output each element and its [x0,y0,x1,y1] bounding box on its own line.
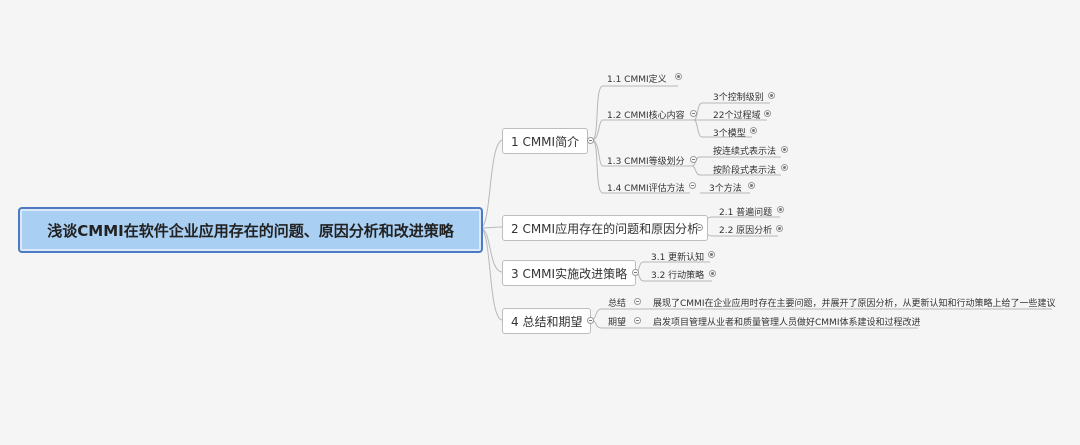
branch-improvement-strategy[interactable]: 3 CMMI实施改进策略 [502,260,637,286]
collapse-toggle-icon[interactable] [587,137,594,144]
expand-toggle-icon[interactable] [748,182,755,189]
topic-expectation[interactable]: 期望 [608,318,627,328]
collapse-toggle-icon[interactable] [689,182,696,189]
collapse-toggle-icon[interactable] [632,269,639,276]
topic-cmmi-core[interactable]: 1.2 CMMI核心内容 [607,111,685,121]
expand-toggle-icon[interactable] [709,270,716,277]
expand-toggle-icon[interactable] [781,164,788,171]
expand-toggle-icon[interactable] [777,206,784,213]
collapse-toggle-icon[interactable] [587,317,594,324]
expand-toggle-icon[interactable] [776,225,783,232]
topic-cmmi-levels[interactable]: 1.3 CMMI等级划分 [607,157,685,167]
root-topic[interactable]: 浅谈CMMI在软件企业应用存在的问题、原因分析和改进策略 [18,207,483,253]
topic-staged-representation[interactable]: 按阶段式表示法 [713,166,777,176]
topic-summary-detail[interactable]: 展现了CMMI在企业应用时存在主要问题，并展开了原因分析，从更新认知和行动策略上… [653,299,1056,309]
topic-common-problems[interactable]: 2.1 普遍问题 [719,208,773,218]
expand-toggle-icon[interactable] [675,73,682,80]
branch-summary-expectation[interactable]: 4 总结和期望 [502,308,592,334]
topic-summary[interactable]: 总结 [608,299,627,309]
topic-cause-analysis[interactable]: 2.2 原因分析 [719,226,773,236]
topic-control-levels[interactable]: 3个控制级别 [713,93,764,103]
expand-toggle-icon[interactable] [781,146,788,153]
branch-problems-causes[interactable]: 2 CMMI应用存在的问题和原因分析 [502,215,709,241]
topic-cmmi-appraisal[interactable]: 1.4 CMMI评估方法 [607,184,685,194]
expand-toggle-icon[interactable] [750,127,757,134]
collapse-toggle-icon[interactable] [690,156,697,163]
expand-toggle-icon[interactable] [708,251,715,258]
topic-cmmi-definition[interactable]: 1.1 CMMI定义 [607,75,667,85]
collapse-toggle-icon[interactable] [634,298,641,305]
topic-continuous-representation[interactable]: 按连续式表示法 [713,147,777,157]
branch-cmmi-intro[interactable]: 1 CMMI简介 [502,128,589,154]
expand-toggle-icon[interactable] [768,92,775,99]
collapse-toggle-icon[interactable] [696,224,703,231]
topic-process-areas[interactable]: 22个过程域 [713,111,761,121]
topic-action-strategy[interactable]: 3.2 行动策略 [651,271,705,281]
topic-models[interactable]: 3个模型 [713,129,746,139]
topic-update-cognition[interactable]: 3.1 更新认知 [651,253,705,263]
collapse-toggle-icon[interactable] [690,110,697,117]
topic-three-methods[interactable]: 3个方法 [709,184,742,194]
collapse-toggle-icon[interactable] [634,317,641,324]
expand-toggle-icon[interactable] [764,110,771,117]
topic-expectation-detail[interactable]: 启发项目管理从业者和质量管理人员做好CMMI体系建设和过程改进 [653,318,921,328]
